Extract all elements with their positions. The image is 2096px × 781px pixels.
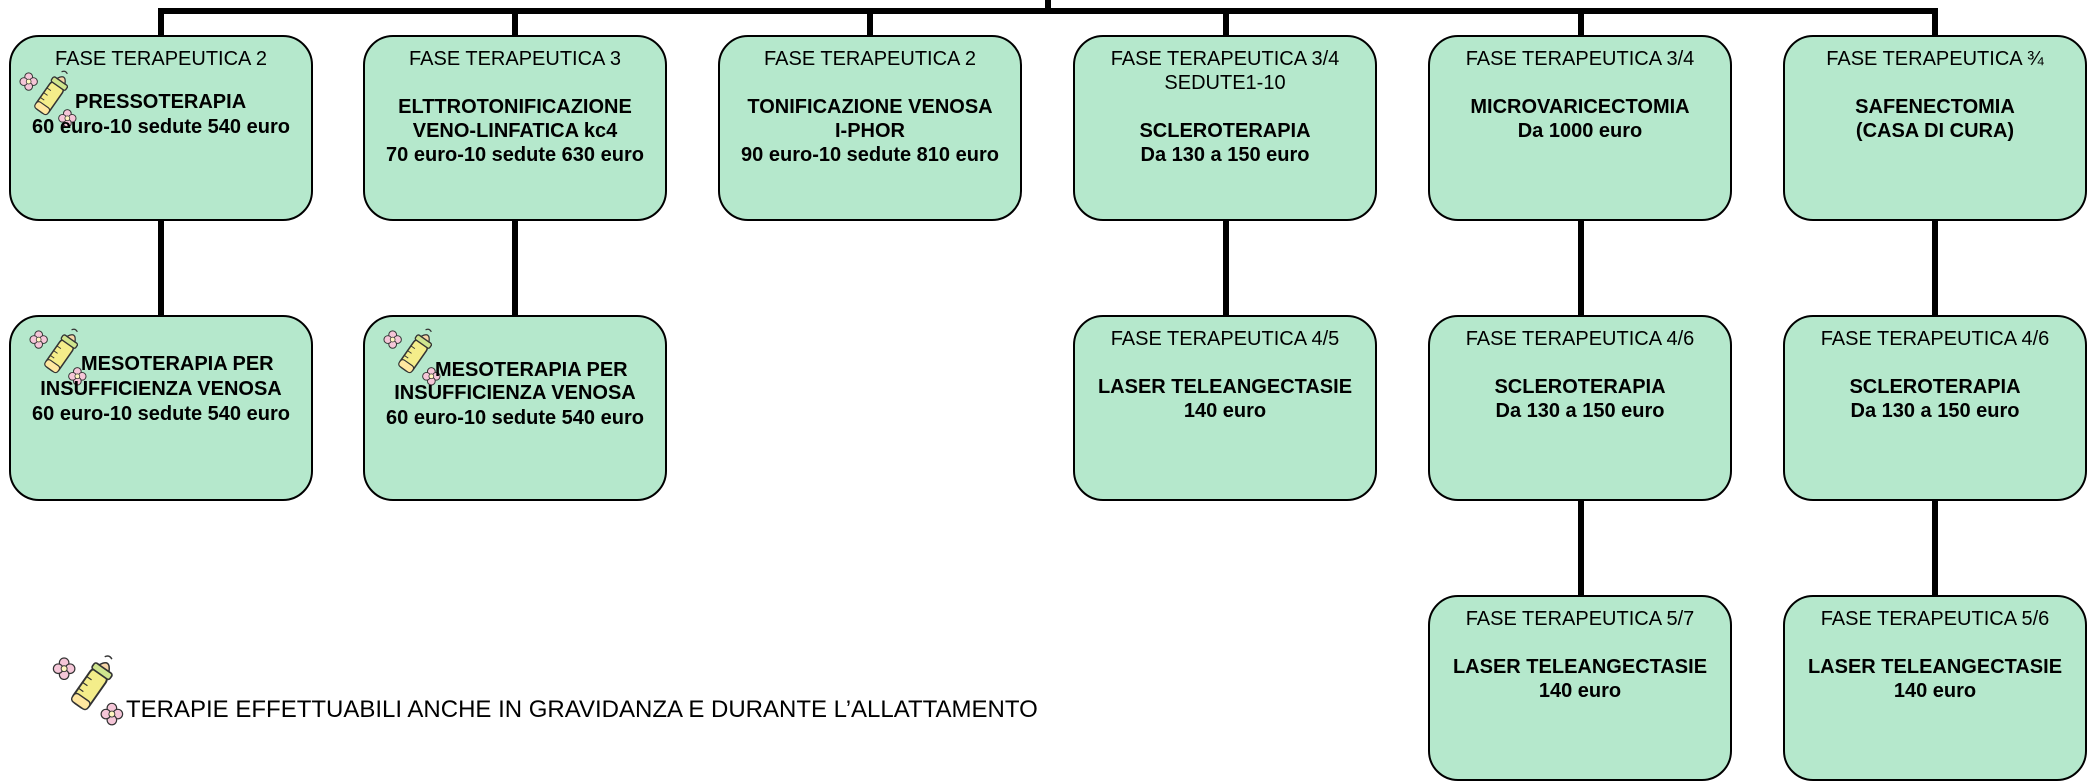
- box-microvaricectomia: FASE TERAPEUTICA 3/4 MICROVARICECTOMIA D…: [1428, 35, 1732, 221]
- therapy-price: 60 euro-10 sedute 540 euro: [386, 407, 644, 429]
- therapy-title-line1: MESOTERAPIA PER: [81, 353, 274, 375]
- baby-bottle-with-flowers-icon: [383, 325, 441, 387]
- therapy-title: LASER TELEANGECTASIE: [1807, 656, 2063, 678]
- therapy-price: Da 1000 euro: [1517, 120, 1643, 142]
- therapy-title: SCLEROTERAPIA: [1494, 376, 1666, 398]
- box-scleroterapia-2: FASE TERAPEUTICA 4/6 SCLEROTERAPIA Da 13…: [1428, 315, 1732, 501]
- box-scleroterapia-3: FASE TERAPEUTICA 4/6 SCLEROTERAPIA Da 13…: [1783, 315, 2087, 501]
- phase-label: FASE TERAPEUTICA 3: [409, 48, 621, 70]
- phase-label: FASE TERAPEUTICA 2: [764, 48, 976, 70]
- box-mesoterapia-2: MESOTERAPIA PER INSUFFICIENZA VENOSA 60 …: [363, 315, 667, 501]
- phase-label: FASE TERAPEUTICA 3/4: [1110, 48, 1340, 70]
- therapy-price: 140 euro: [1893, 680, 1977, 702]
- box-laser-1: FASE TERAPEUTICA 4/5 LASER TELEANGECTASI…: [1073, 315, 1377, 501]
- phase-label: FASE TERAPEUTICA 2: [55, 48, 267, 70]
- legend: TERAPIE EFFETTUABILI ANCHE IN GRAVIDANZA…: [52, 652, 1038, 726]
- box-laser-3: FASE TERAPEUTICA 5/6 LASER TELEANGECTASI…: [1783, 595, 2087, 781]
- therapy-title-line1: ELTTROTONIFICAZIONE: [398, 96, 632, 118]
- box-scleroterapia-1: FASE TERAPEUTICA 3/4 SEDUTE1-10 SCLEROTE…: [1073, 35, 1377, 221]
- baby-bottle-with-flowers-icon: [52, 652, 124, 726]
- box-safenectomia: FASE TERAPEUTICA ¾ SAFENECTOMIA (CASA DI…: [1783, 35, 2087, 221]
- phase-label: FASE TERAPEUTICA 5/6: [1820, 608, 2050, 630]
- sessions-label: SEDUTE1-10: [1164, 72, 1286, 94]
- therapy-price: Da 130 a 150 euro: [1850, 400, 2020, 422]
- therapy-title: LASER TELEANGECTASIE: [1452, 656, 1708, 678]
- therapy-title: PRESSOTERAPIA: [75, 91, 247, 113]
- phase-label: FASE TERAPEUTICA 4/6: [1820, 328, 2050, 350]
- therapy-title: LASER TELEANGECTASIE: [1097, 376, 1353, 398]
- box-tonificazione-venosa: FASE TERAPEUTICA 2 TONIFICAZIONE VENOSA …: [718, 35, 1022, 221]
- therapy-price: 140 euro: [1183, 400, 1267, 422]
- therapy-price: 70 euro-10 sedute 630 euro: [386, 144, 644, 166]
- box-laser-2: FASE TERAPEUTICA 5/7 LASER TELEANGECTASI…: [1428, 595, 1732, 781]
- phase-label: FASE TERAPEUTICA 5/7: [1465, 608, 1695, 630]
- therapy-title-line1: TONIFICAZIONE VENOSA: [747, 96, 993, 118]
- phase-label: FASE TERAPEUTICA 4/6: [1465, 328, 1695, 350]
- therapy-title-line2: I-PHOR: [835, 120, 905, 142]
- phase-label: FASE TERAPEUTICA ¾: [1826, 48, 2044, 70]
- box-elettrotonificazione: FASE TERAPEUTICA 3 ELTTROTONIFICAZIONE V…: [363, 35, 667, 221]
- therapy-title: SCLEROTERAPIA: [1139, 120, 1311, 142]
- therapy-title-line2: INSUFFICIENZA VENOSA: [40, 378, 282, 400]
- phase-label: FASE TERAPEUTICA 4/5: [1110, 328, 1340, 350]
- therapy-price: 90 euro-10 sedute 810 euro: [741, 144, 999, 166]
- therapy-title-line2: (CASA DI CURA): [1855, 120, 2015, 142]
- phase-label: FASE TERAPEUTICA 3/4: [1465, 48, 1695, 70]
- therapy-price: Da 130 a 150 euro: [1140, 144, 1310, 166]
- therapy-price: 60 euro-10 sedute 540 euro: [32, 403, 290, 425]
- therapy-price: 60 euro-10 sedute 540 euro: [32, 116, 290, 138]
- therapy-title-line1: MESOTERAPIA PER: [435, 359, 628, 381]
- legend-text: TERAPIE EFFETTUABILI ANCHE IN GRAVIDANZA…: [126, 696, 1038, 723]
- therapy-price: Da 130 a 150 euro: [1495, 400, 1665, 422]
- therapy-price: 140 euro: [1538, 680, 1622, 702]
- therapy-title-line2: INSUFFICIENZA VENOSA: [394, 382, 636, 404]
- therapy-title: MICROVARICECTOMIA: [1470, 96, 1690, 118]
- box-mesoterapia-1: MESOTERAPIA PER INSUFFICIENZA VENOSA 60 …: [9, 315, 313, 501]
- therapy-title-line1: SAFENECTOMIA: [1855, 96, 2015, 118]
- therapy-title-line2: VENO-LINFATICA kc4: [412, 120, 618, 142]
- box-pressoterapia: FASE TERAPEUTICA 2 PRESSOTERAPIA 60 euro…: [9, 35, 313, 221]
- therapy-title: SCLEROTERAPIA: [1849, 376, 2021, 398]
